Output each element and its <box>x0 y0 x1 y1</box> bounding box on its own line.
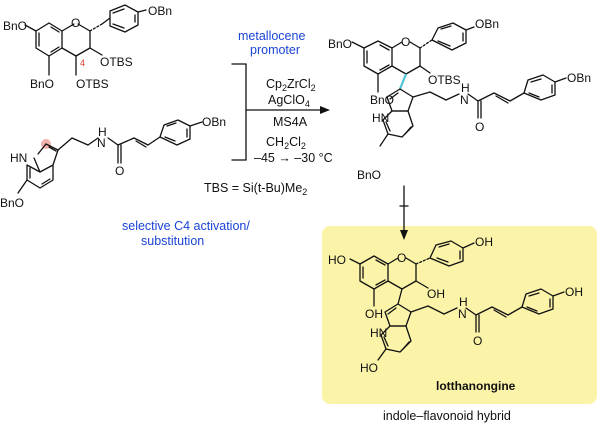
activation-label-line1: selective C4 activation/ <box>122 219 250 233</box>
intermediate-ring-oxygen: O <box>401 35 410 49</box>
obn-label-1: OBn <box>148 4 172 18</box>
reagent-ms4a: MS4A <box>273 115 308 129</box>
bno-label-2: BnO <box>30 77 54 91</box>
product-ring-oxygen: O <box>397 251 406 265</box>
lotthanongine-structure: O OH HO OH OH HN H N O OH HO <box>328 235 583 375</box>
intermediate-bno-3: BnO <box>357 168 381 182</box>
otbs-label-1: OTBS <box>100 55 133 69</box>
product-amide-h: H <box>459 295 468 309</box>
product-highlight-box <box>322 226 597 404</box>
product-amide-n: N <box>458 307 467 321</box>
product-oh-2: OH <box>427 287 445 301</box>
intermediate-amide-n: N <box>460 93 469 107</box>
promoter-label-line1: metallocene <box>238 29 305 43</box>
intermediate-amide-o: O <box>475 120 484 134</box>
intermediate-bno-1: BnO <box>328 37 352 51</box>
tbs-definition: TBS = Si(t-Bu)Me2 <box>204 181 307 197</box>
amide-o-label: O <box>115 164 124 178</box>
reaction-arrow <box>231 63 330 161</box>
obn-label-2: OBn <box>202 115 226 129</box>
product-amide-o: O <box>473 334 482 348</box>
bno-label-3: BnO <box>0 196 24 210</box>
amide-n-label: N <box>97 136 106 150</box>
temperature-label: –45 → –30 °C <box>254 151 333 165</box>
product-hn: HN <box>370 326 387 340</box>
flavan-donor: O OBn BnO OTBS OTBS BnO 4 <box>3 4 172 91</box>
intermediate-otbs: OTBS <box>428 73 461 87</box>
product-oh-4: OH <box>565 285 583 299</box>
reagent-cp2zrcl2: Cp2ZrCl2 <box>266 77 316 93</box>
intermediate-obn-2: OBn <box>567 71 591 85</box>
product-oh-1: OH <box>475 235 493 249</box>
hn-label-1: HN <box>10 151 27 165</box>
indole-acceptor: HN H N O OBn BnO <box>0 115 226 210</box>
bno-label-1: BnO <box>3 19 27 33</box>
reagent-agclo4: AgClO4 <box>268 93 310 109</box>
intermediate-bno-2: BnO <box>370 93 394 107</box>
product-ho-2: HO <box>360 361 378 375</box>
product-name: lotthanongine <box>436 379 516 393</box>
coupled-intermediate: O OBn BnO OTBS BnO HN H N O OBn BnO <box>328 17 591 182</box>
c4-number-label: 4 <box>80 58 85 68</box>
intermediate-amide-h: H <box>461 81 470 95</box>
ring-oxygen-label: O <box>71 16 80 30</box>
promoter-label-line2: promoter <box>250 43 300 57</box>
intermediate-hn: HN <box>372 111 389 125</box>
amide-h-label: H <box>98 125 107 139</box>
activation-label-line2: substitution <box>141 234 204 248</box>
product-ho-1: HO <box>328 253 346 267</box>
product-caption: indole–flavonoid hybrid <box>383 409 511 423</box>
intermediate-obn-1: OBn <box>475 17 499 31</box>
solvent-label: CH2Cl2 <box>266 135 306 151</box>
otbs-label-2: OTBS <box>76 77 109 91</box>
deprotection-arrow <box>399 185 409 240</box>
product-oh-3: OH <box>365 307 383 321</box>
